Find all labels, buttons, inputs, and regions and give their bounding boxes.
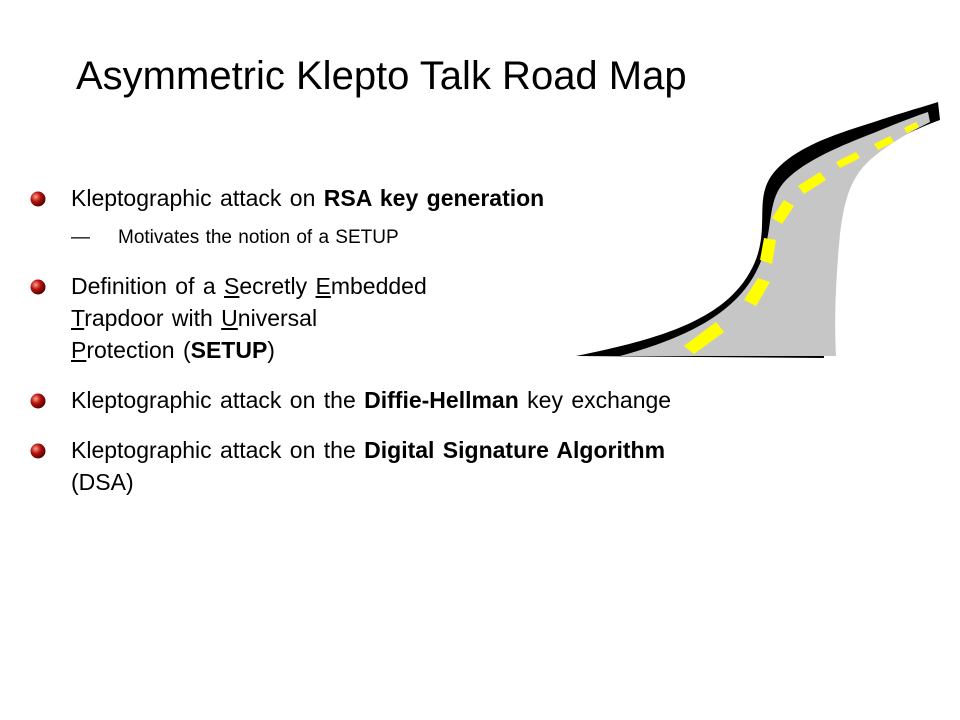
bullet-text-bold: Digital Signature Algorithm: [364, 437, 666, 463]
bullet-text: Kleptographic attack on: [71, 185, 324, 211]
bullet-text-bold: Diffie-Hellman: [364, 387, 519, 413]
sub-bullet-setup-motivation: — Motivates the notion of a SETUP: [71, 224, 930, 252]
sphere-bullet-icon: [30, 279, 46, 295]
underlined-letter: U: [221, 305, 238, 331]
winding-road-illustration: [576, 102, 940, 358]
bullet-setup-definition: Definition of a Secretly Embedded Trapdo…: [30, 270, 930, 366]
sphere-bullet-icon: [30, 393, 46, 409]
bullet-rsa-attack: Kleptographic attack on RSA key generati…: [30, 182, 930, 252]
slide-title: Asymmetric Klepto Talk Road Map: [76, 54, 687, 98]
bullet-text: (DSA): [71, 469, 134, 495]
bullet-text: Kleptographic attack on the: [71, 437, 365, 463]
text-segment: rapdoor with: [84, 305, 222, 331]
text-segment: rotection (: [86, 337, 191, 363]
underlined-letter: P: [71, 337, 87, 363]
sub-bullet-text: Motivates the notion of a SETUP: [118, 227, 399, 248]
underlined-letter: S: [224, 273, 240, 299]
text-segment: mbedded: [330, 273, 427, 299]
bullet-diffie-hellman-attack: Kleptographic attack on the Diffie-Hellm…: [30, 384, 930, 416]
bullet-text-bold: RSA key generation: [323, 185, 545, 211]
text-segment: ): [267, 337, 275, 363]
sphere-bullet-icon: [30, 191, 46, 207]
sphere-bullet-icon: [30, 443, 46, 459]
bullet-text: key exchange: [518, 387, 672, 413]
dash-bullet-icon: —: [71, 227, 90, 248]
setup-definition-text: Definition of a Secretly Embedded Trapdo…: [71, 270, 531, 366]
bullet-text-bold: SETUP: [190, 337, 268, 363]
bullet-text: Kleptographic attack on the: [71, 387, 365, 413]
bullet-list: Kleptographic attack on RSA key generati…: [30, 182, 930, 498]
underlined-letter: T: [71, 305, 85, 331]
text-segment: Definition of a: [71, 273, 225, 299]
underlined-letter: E: [315, 273, 331, 299]
lane-markings: [684, 122, 919, 354]
text-segment: ecretly: [239, 273, 316, 299]
bullet-dsa-attack: Kleptographic attack on the Digital Sign…: [30, 434, 930, 498]
road-surface: [620, 112, 930, 356]
text-segment: niversal: [237, 305, 318, 331]
